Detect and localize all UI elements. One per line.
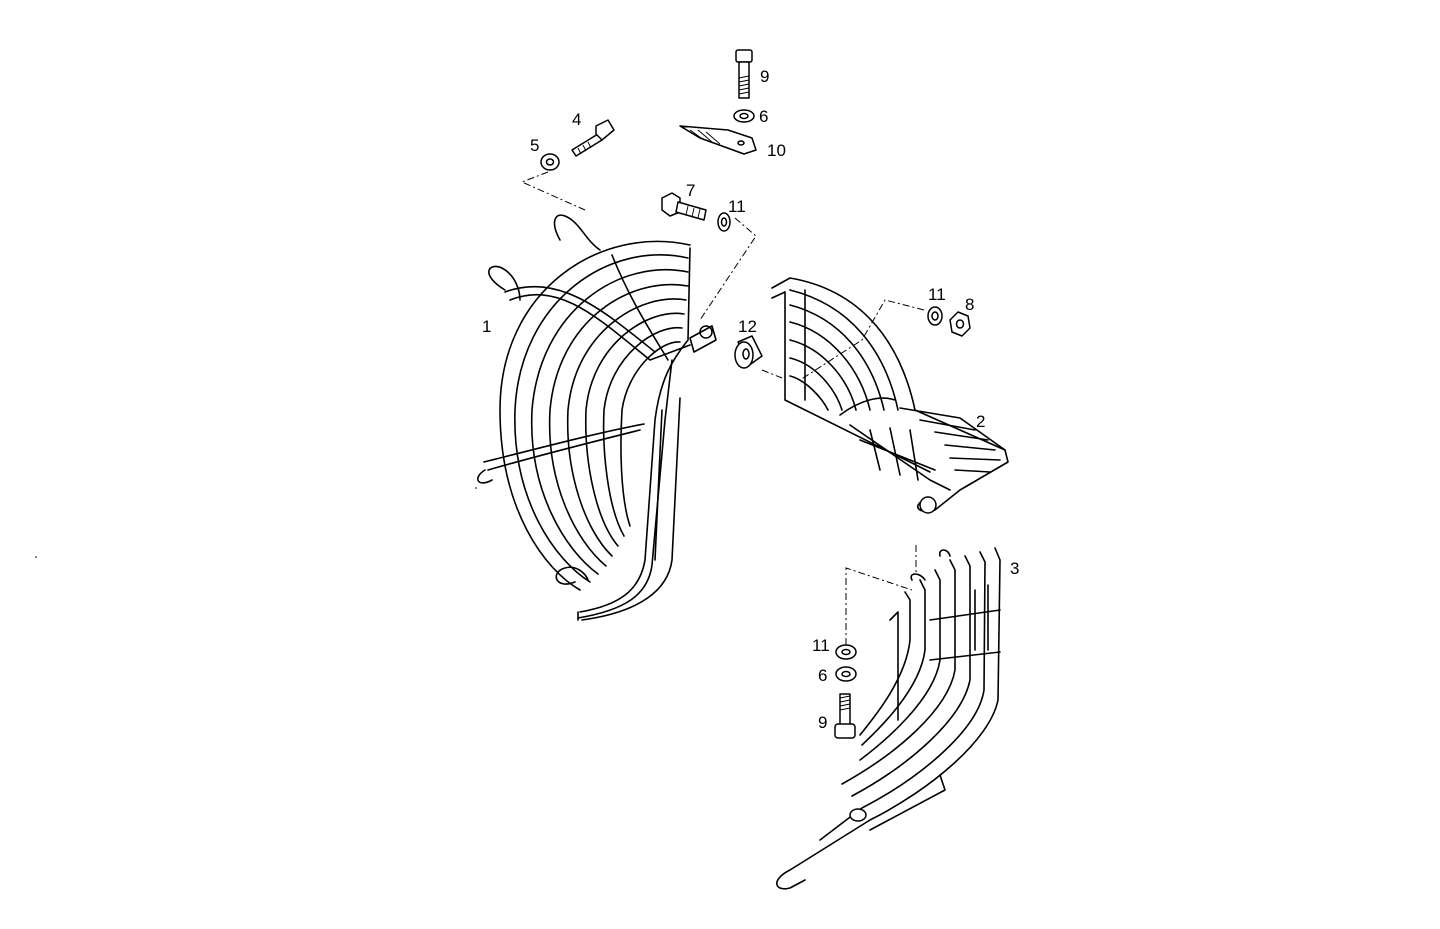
callout-11-mid: 11 — [728, 197, 746, 216]
washer-5 — [540, 153, 560, 171]
callout-8: 8 — [965, 295, 974, 314]
callout-1: 1 — [482, 317, 491, 336]
callout-2: 2 — [976, 412, 985, 431]
washer-11-mid — [717, 212, 731, 232]
callout-10: 10 — [767, 141, 786, 160]
bolt-4 — [571, 119, 615, 157]
washer-11-bottom — [835, 644, 857, 660]
guard-part-2 — [771, 277, 1009, 514]
bolt-9-top — [735, 49, 753, 99]
callout-6-bottom: 6 — [818, 666, 827, 685]
leader-lines — [520, 171, 925, 645]
guard-part-1 — [477, 214, 717, 621]
bolt-9-bottom — [834, 693, 856, 739]
washer-11-right — [927, 306, 943, 326]
callout-5: 5 — [530, 136, 539, 155]
callout-9-top: 9 — [760, 67, 769, 86]
spacer-12 — [734, 335, 763, 369]
bolt-7 — [661, 192, 707, 221]
callout-6-top: 6 — [759, 107, 768, 126]
callout-12: 12 — [738, 317, 757, 336]
scan-specks — [35, 487, 477, 558]
callout-9-bottom: 9 — [818, 713, 827, 732]
nut-8 — [949, 311, 971, 337]
callout-3: 3 — [1010, 559, 1019, 578]
callout-4: 4 — [572, 110, 581, 129]
guard-part-3 — [776, 547, 1001, 890]
washer-6-bottom — [835, 666, 857, 682]
callout-11-bottom: 11 — [812, 636, 830, 655]
callout-11-right: 11 — [928, 285, 946, 304]
washer-6-top — [733, 109, 755, 123]
plate-10 — [679, 125, 757, 155]
callout-7: 7 — [686, 181, 695, 200]
